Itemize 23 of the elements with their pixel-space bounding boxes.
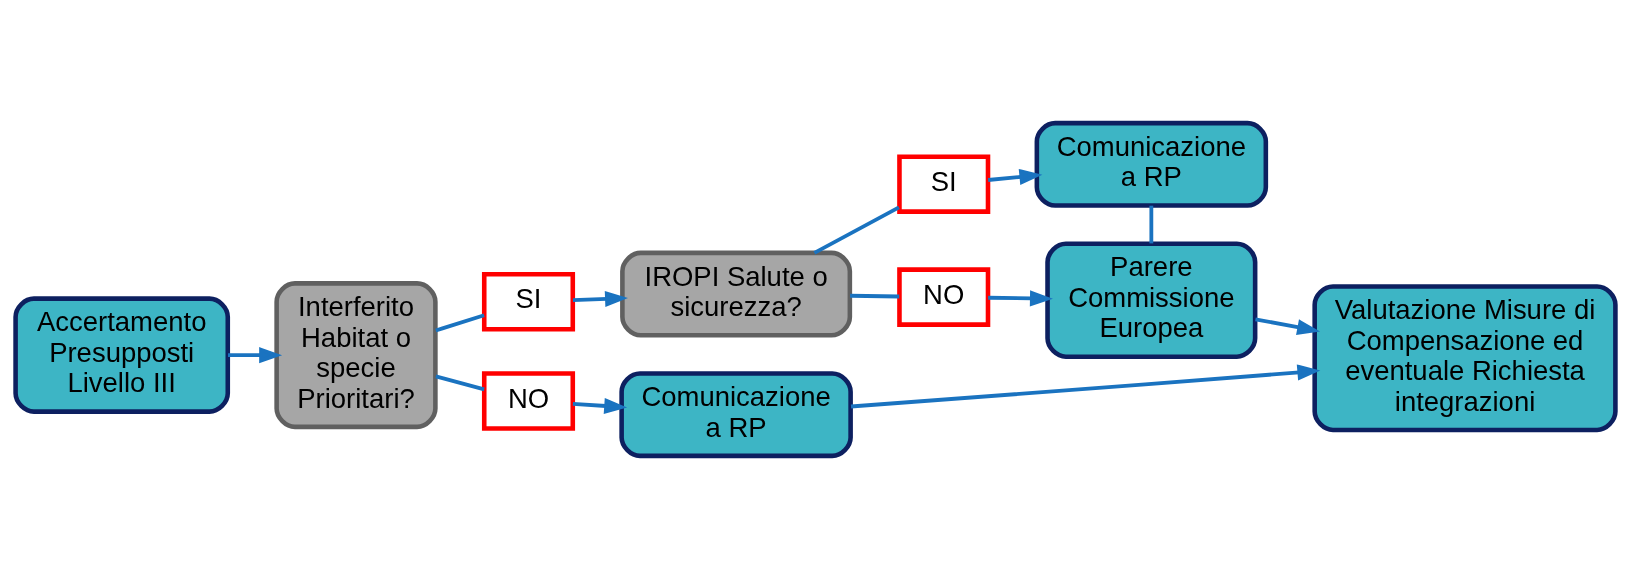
connector: [1149, 205, 1154, 244]
arrow: [987, 168, 1043, 185]
node-box: Parere Commissione Europea: [1045, 241, 1258, 359]
node-box: Comunicazione a RP: [1034, 120, 1269, 208]
arrow: [572, 397, 628, 414]
arrow: [572, 290, 628, 307]
node-box: Accertamento Presupposti Livello III: [13, 296, 231, 414]
node-box: Interferito Habitat o specie Prioritari?: [274, 281, 438, 430]
arrow: [228, 347, 283, 364]
node-box: Valutazione Misure di Compensazione ed eventuale Richiesta integrazioni: [1312, 284, 1618, 433]
node-box: NO: [481, 371, 576, 431]
arrow: [1255, 317, 1321, 336]
arrow: [850, 364, 1321, 409]
connector: [813, 205, 900, 255]
node-box: Comunicazione a RP: [619, 371, 853, 459]
arrow: [988, 290, 1053, 307]
connector: [850, 293, 900, 299]
connector: [435, 374, 485, 392]
node-box: IROPI Salute o sicurezza?: [620, 250, 853, 338]
node-box: SI: [481, 271, 576, 332]
node-box: NO: [897, 267, 991, 327]
node-box: SI: [897, 154, 991, 214]
connector: [435, 313, 485, 333]
